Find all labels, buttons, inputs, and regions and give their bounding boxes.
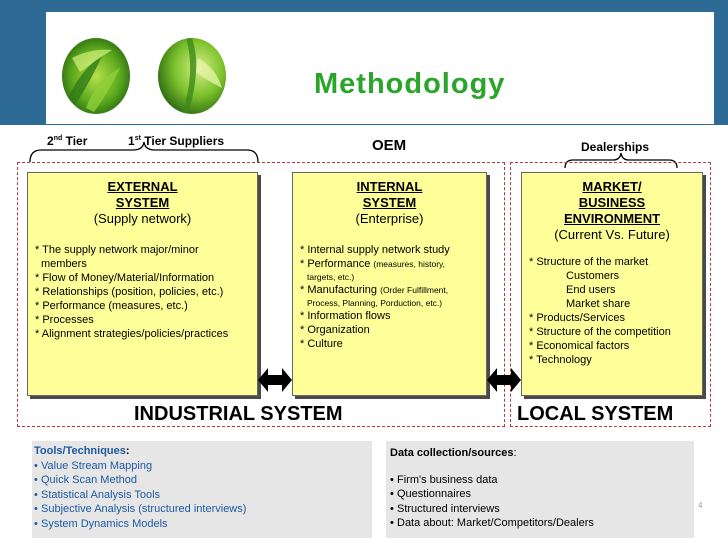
industrial-system-label: INDUSTRIAL SYSTEM (134, 403, 343, 425)
tools-list: •Value Stream Mapping •Quick Scan Method… (34, 459, 372, 532)
page-title: Methodology (314, 68, 506, 100)
first-tier-label: 1st Tier Suppliers (128, 134, 225, 148)
list-item: * Economical factors (529, 340, 630, 352)
list-item: •Subjective Analysis (structured intervi… (34, 503, 247, 515)
page-number: 4 (698, 501, 703, 510)
list-item: * Structure of the competition (529, 326, 671, 338)
data-collection-panel: Data collection/sources: •Firm's busines… (386, 441, 694, 538)
list-item: •Statistical Analysis Tools (34, 488, 161, 501)
external-system-box: EXTERNAL SYSTEM (Supply network) * The s… (27, 172, 258, 396)
list-item: * Organization (300, 324, 370, 336)
dealerships-label: Dealerships (581, 140, 650, 154)
market-list: * Structure of the market Customers End … (522, 255, 702, 367)
oem-label: OEM (372, 137, 407, 154)
list-item: * Products/Services (529, 312, 625, 324)
supplier-bracket-icon (29, 141, 259, 163)
list-item: Customers (566, 270, 620, 282)
external-subtitle: (Supply network) (93, 211, 192, 226)
list-item: •System Dynamics Models (34, 517, 168, 530)
external-title-2: SYSTEM (115, 195, 170, 210)
data-collection-title: Data collection/sources: (390, 447, 517, 459)
double-arrow-icon (258, 368, 292, 392)
list-item: •Data about: Market/Competitors/Dealers (390, 517, 594, 529)
list-item: Market share (566, 298, 631, 310)
list-item: * Internal supply network study (300, 244, 450, 256)
market-title-2: BUSINESS (578, 195, 646, 210)
list-item: •Structured interviews (390, 502, 500, 515)
local-system-label: LOCAL SYSTEM (517, 403, 674, 425)
tools-panel: Tools/Techniques: •Value Stream Mapping … (32, 441, 372, 538)
market-title-1: MARKET/ (582, 179, 642, 194)
list-item: * Relationships (position, policies, etc… (35, 286, 224, 298)
industrial-system-frame (17, 162, 505, 427)
local-system-frame (510, 162, 711, 427)
header: Methodology (46, 12, 714, 124)
list-item: * The supply network major/minor (35, 244, 199, 256)
list-item: * Alignment strategies/policies/practice… (35, 328, 229, 340)
market-subtitle: (Current Vs. Future) (554, 227, 670, 242)
tools-title: Tools/Techniques: (34, 445, 130, 457)
list-item: * Structure of the market (529, 256, 649, 268)
data-collection-list: •Firm's business data •Questionnaires •S… (390, 473, 694, 531)
list-item: targets, etc.) (307, 272, 355, 282)
list-item: •Questionnaires (390, 488, 471, 500)
internal-title-2: SYSTEM (362, 195, 417, 210)
list-item: End users (566, 284, 616, 296)
list-item: * Performance (measures, history, (300, 258, 446, 270)
list-item: * Processes (35, 314, 94, 326)
leaf-image-1 (62, 38, 130, 114)
market-environment-box: MARKET/ BUSINESS ENVIRONMENT (Current Vs… (521, 172, 703, 396)
second-tier-label: 2nd Tier (47, 134, 88, 148)
internal-list: * Internal supply network study * Perfor… (293, 243, 486, 351)
list-item: •Firm's business data (390, 473, 498, 486)
double-arrow-icon (487, 368, 521, 392)
list-item: * Technology (529, 354, 592, 366)
list-item: Process, Planning, Porduction, etc.) (307, 298, 443, 308)
external-title-1: EXTERNAL (107, 179, 178, 194)
list-item: * Culture (300, 338, 343, 350)
list-item: * Information flows (300, 310, 391, 322)
external-list: * The supply network major/minor members… (28, 243, 257, 341)
list-item: * Performance (measures, etc.) (35, 300, 188, 312)
leaf-image-2 (158, 38, 226, 114)
list-item: •Value Stream Mapping (34, 459, 153, 472)
list-item: * Flow of Money/Material/Information (35, 272, 215, 284)
internal-subtitle: (Enterprise) (355, 211, 424, 226)
list-item: •Quick Scan Method (34, 474, 137, 486)
list-item: members (41, 258, 87, 270)
internal-title-1: INTERNAL (356, 179, 423, 194)
list-item: * Manufacturing (Order Fulfillment, (300, 284, 449, 296)
dealer-bracket-icon (564, 152, 678, 169)
internal-system-box: INTERNAL SYSTEM (Enterprise) * Internal … (292, 172, 487, 396)
market-title-3: ENVIRONMENT (563, 211, 661, 226)
